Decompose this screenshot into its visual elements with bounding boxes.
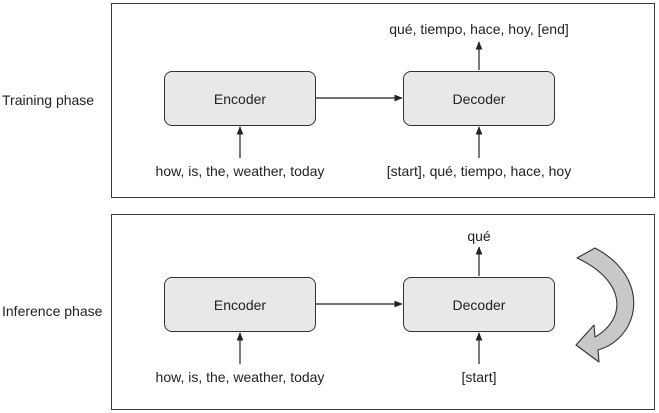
training-encoder-label: Encoder xyxy=(213,90,267,107)
inference-encoder-label: Encoder xyxy=(213,296,267,313)
training-encoder-input: how, is, the, weather, today xyxy=(155,163,325,179)
inference-decoder-label: Decoder xyxy=(452,296,506,313)
training-decoder-input: [start], qué, tiempo, hace, hoy xyxy=(386,163,572,179)
inference-encoder-box: Encoder xyxy=(164,277,316,332)
inference-encoder-input: how, is, the, weather, today xyxy=(155,369,325,385)
training-phase-label: Training phase xyxy=(2,92,95,108)
training-encoder-box: Encoder xyxy=(164,71,316,126)
inference-phase-panel xyxy=(111,214,655,410)
inference-phase-label: Inference phase xyxy=(2,303,103,319)
training-decoder-box: Decoder xyxy=(403,71,555,126)
inference-decoder-output: qué xyxy=(467,228,491,244)
training-decoder-output: qué, tiempo, hace, hoy, [end] xyxy=(389,21,569,37)
inference-decoder-box: Decoder xyxy=(403,277,555,332)
training-phase-panel xyxy=(111,3,655,198)
training-decoder-label: Decoder xyxy=(452,90,506,107)
inference-decoder-input: [start] xyxy=(461,369,497,385)
